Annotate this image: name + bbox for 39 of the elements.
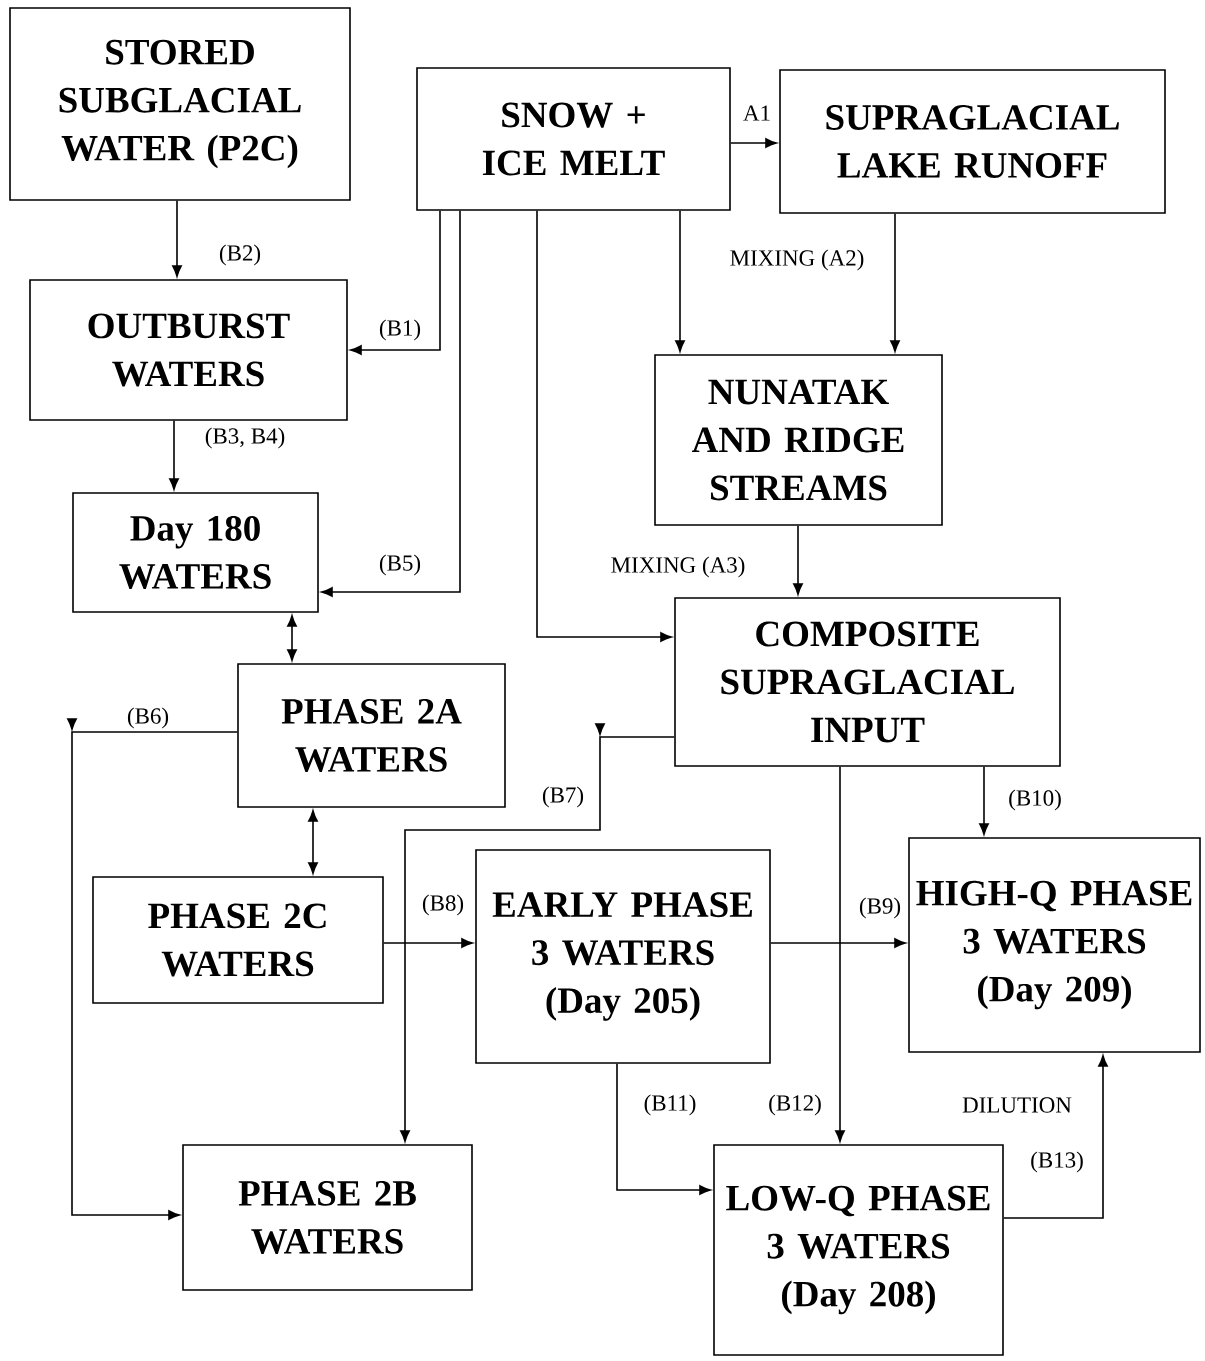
arrow (287, 615, 297, 661)
process-box: LOW-Q PHASE 3 WATERS (Day 208) (713, 1144, 1004, 1356)
edge-label: (B10) (1007, 788, 1063, 812)
arrow (770, 938, 906, 948)
arrow (350, 210, 441, 355)
arrow (321, 210, 461, 597)
process-box: EARLY PHASE 3 WATERS (Day 205) (475, 849, 771, 1064)
process-box: Day 180 WATERS (72, 492, 319, 613)
process-box: PHASE 2C WATERS (92, 876, 384, 1004)
edge-label: A1 (741, 104, 773, 122)
arrow (730, 138, 777, 148)
process-box: OUTBURST WATERS (29, 279, 348, 421)
arrow (383, 938, 473, 948)
arrow (890, 213, 900, 352)
process-box: PHASE 2A WATERS (237, 663, 506, 808)
edge-label: MIXING (A3) (609, 555, 747, 579)
arrow (172, 200, 182, 277)
process-box: STORED SUBGLACIAL WATER (P2C) (9, 7, 351, 201)
edge-label: (B12) (767, 1093, 823, 1117)
process-box: COMPOSITE SUPRAGLACIAL INPUT (674, 597, 1061, 767)
edge-label: (B13) (1029, 1150, 1085, 1174)
arrow (67, 718, 238, 1220)
process-box: SNOW + ICE MELT (416, 67, 731, 211)
arrow (835, 766, 845, 1142)
process-box: SUPRAGLACIAL LAKE RUNOFF (779, 69, 1166, 214)
arrow (169, 420, 179, 490)
arrow (675, 210, 685, 352)
arrow (616, 1063, 711, 1195)
arrow (1003, 1055, 1108, 1219)
arrow (400, 723, 675, 1142)
process-box: NUNATAK AND RIDGE STREAMS (654, 354, 943, 526)
arrow (793, 525, 803, 595)
arrow (979, 766, 989, 835)
process-box: PHASE 2B WATERS (182, 1144, 473, 1291)
arrow (536, 210, 672, 642)
text-label: DILUTION (961, 1096, 1073, 1114)
process-box: HIGH-Q PHASE 3 WATERS (Day 209) (908, 837, 1201, 1053)
arrow (308, 810, 318, 874)
edge-label: MIXING (A2) (728, 248, 866, 272)
